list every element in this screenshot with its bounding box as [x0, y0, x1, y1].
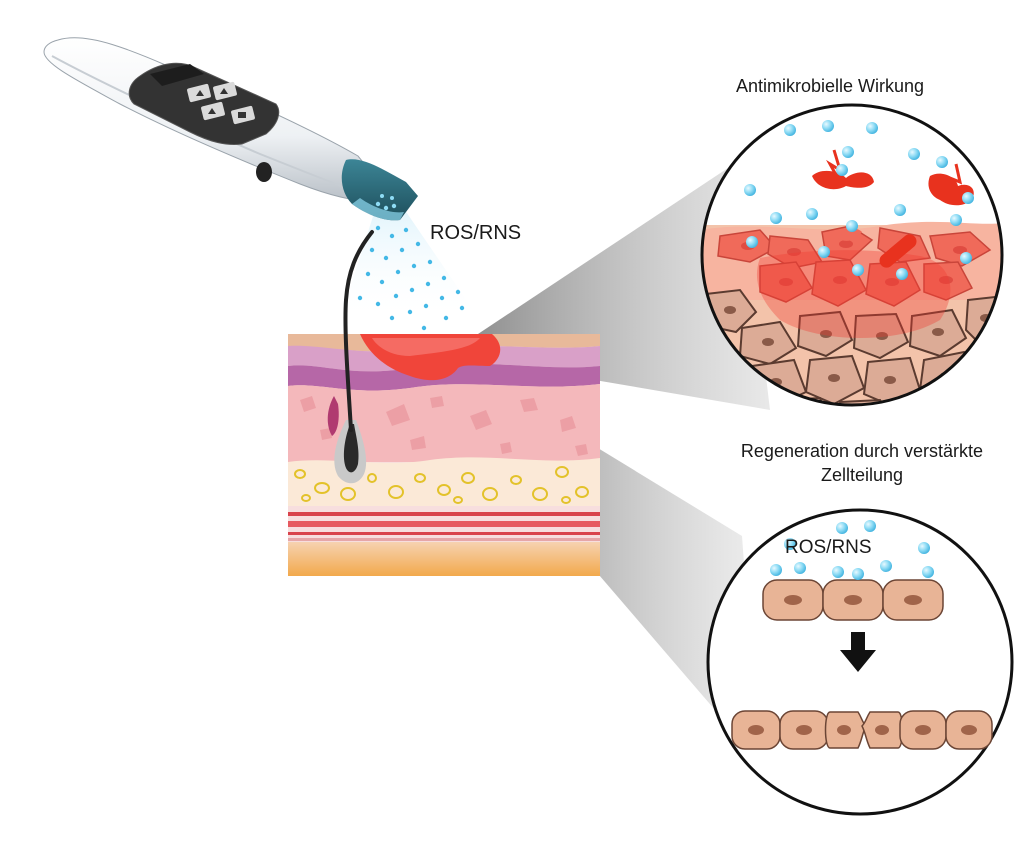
regeneration-zoom [706, 508, 1014, 816]
plasma-particles-cells [770, 520, 934, 580]
cell-row-bottom [731, 710, 993, 750]
hair-shaft [343, 230, 374, 432]
spray-particles [357, 225, 465, 331]
regeneration-title-line2: Zellteilung [820, 465, 904, 485]
regeneration-title: Regeneration durch verstärkte Zellteilun… [712, 439, 1012, 487]
regeneration-title-line1: Regeneration durch verstärkte [740, 441, 984, 461]
cell-ros-label: ROS/RNS [785, 537, 872, 558]
plasma-spray [340, 200, 480, 320]
antimicrobial-zoom [700, 103, 1004, 407]
plasma-particles [744, 120, 974, 280]
arrow-down-icon [840, 632, 876, 672]
skin-cross-section [288, 334, 600, 576]
plasma-pen-icon [43, 37, 418, 221]
spray-label: ROS/RNS [430, 222, 522, 244]
antimicrobial-title: Antimikrobielle Wirkung [736, 76, 925, 96]
cell-row-top [762, 579, 944, 621]
